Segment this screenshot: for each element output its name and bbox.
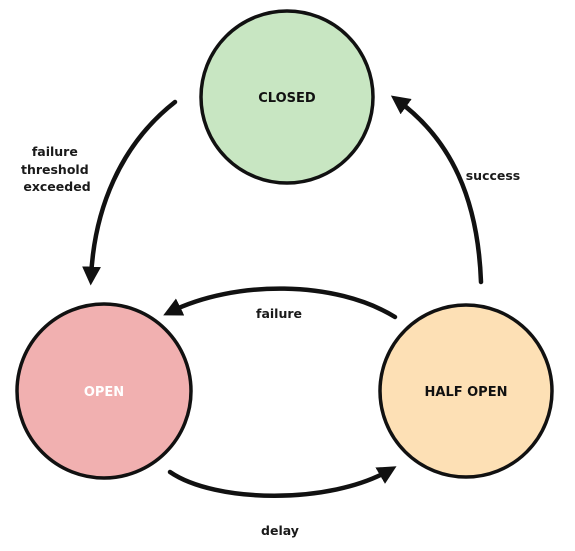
label-half-open-to-closed: success	[466, 168, 521, 183]
state-closed-label: CLOSED	[258, 91, 316, 106]
label-closed-to-open: failure threshold exceeded	[21, 144, 93, 194]
label-closed-to-open-line-1: failure	[32, 144, 78, 159]
state-open: OPEN	[15, 302, 193, 480]
arrow-half-open-to-open	[163, 286, 398, 320]
state-closed: CLOSED	[199, 9, 375, 185]
state-closed-circle	[199, 9, 375, 185]
arrow-half-open-to-closed	[390, 95, 484, 285]
label-open-to-half-open: delay	[261, 523, 299, 538]
state-open-label: OPEN	[84, 385, 124, 400]
label-half-open-to-open: failure	[256, 306, 302, 321]
state-half-open-circle	[378, 303, 554, 479]
label-closed-to-open-line-3: exceeded	[23, 179, 90, 194]
state-half-open-label: HALF OPEN	[425, 385, 508, 400]
label-closed-to-open-line-2: threshold	[21, 162, 89, 177]
state-open-circle	[15, 302, 193, 480]
arrow-open-to-half-open	[167, 466, 397, 498]
state-half-open: HALF OPEN	[378, 303, 554, 479]
arrow-closed-to-open	[82, 99, 178, 286]
